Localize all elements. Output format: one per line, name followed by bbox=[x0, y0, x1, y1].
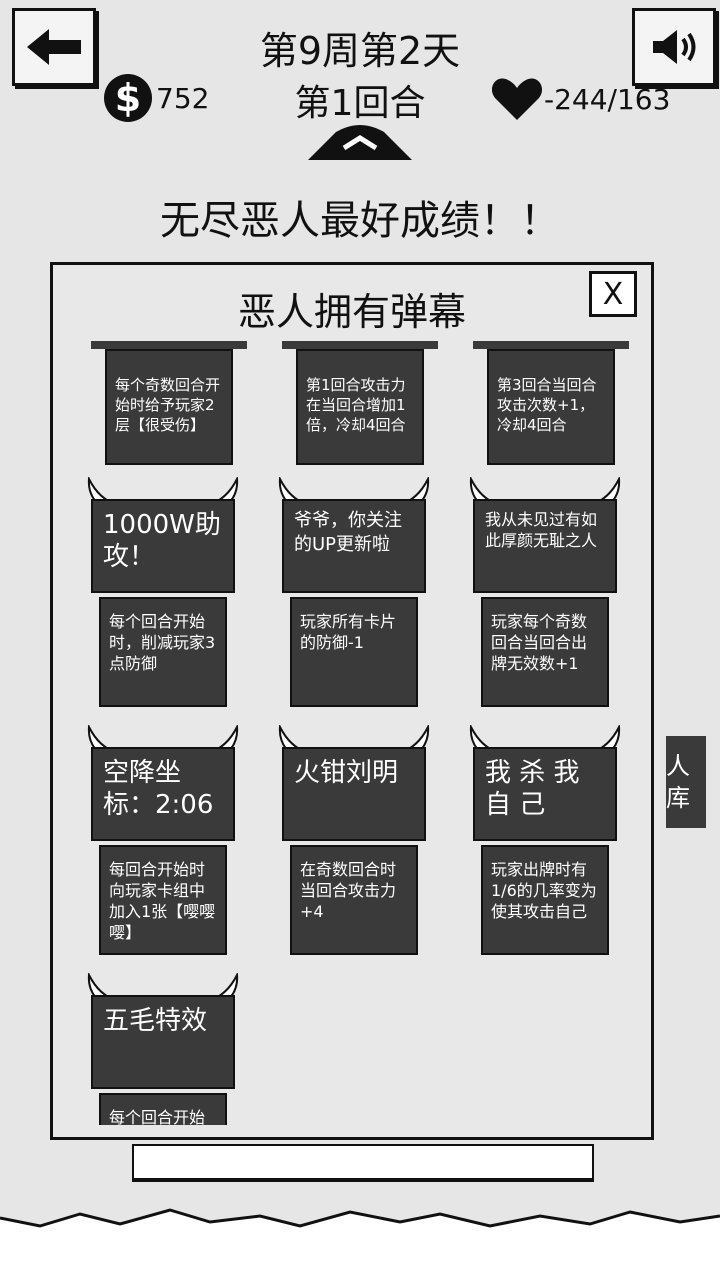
panel-title: 恶人拥有弹幕 bbox=[237, 290, 466, 334]
card-description: 玩家出牌时有1/6的几率变为使其攻击自己 bbox=[481, 845, 609, 955]
card-name: 火钳刘明 bbox=[282, 747, 426, 841]
back-button[interactable] bbox=[12, 8, 96, 86]
close-icon: X bbox=[602, 276, 624, 312]
card-name: 爷爷，你关注的UP更新啦 bbox=[282, 499, 426, 593]
card-name: 五毛特效 bbox=[91, 995, 235, 1089]
side-tab-label: 人库 bbox=[666, 752, 690, 812]
card-top-bar bbox=[282, 341, 438, 349]
villain-danmaku-panel: 恶人拥有弹幕 X 每个奇数回合开始时给予玩家2层【很受伤】 第1回合攻击力在当回… bbox=[50, 262, 654, 1140]
coin-counter: $ 752 bbox=[104, 74, 209, 122]
card-name: 我从未见过有如此厚颜无耻之人 bbox=[473, 499, 617, 593]
card-description: 第1回合攻击力在当回合增加1倍，冷却4回合 bbox=[296, 349, 424, 465]
hp-counter: -244/163 bbox=[490, 76, 670, 122]
card-name: 空降坐标：2:06 bbox=[91, 747, 235, 841]
heart-icon bbox=[491, 78, 543, 120]
card-name: 1000W助攻！ bbox=[91, 499, 235, 593]
hp-value: -244/163 bbox=[544, 82, 671, 116]
card-description: 每回合开始时向玩家卡组中加入1张【嘤嘤嘤】 bbox=[99, 845, 227, 955]
card-grid: 每个奇数回合开始时给予玩家2层【很受伤】 第1回合攻击力在当回合增加1倍，冷却4… bbox=[53, 335, 651, 1125]
week-day-label: 第9周第2天 bbox=[259, 29, 461, 73]
card-description: 玩家每个奇数回合当回合出牌无效数+1 bbox=[481, 597, 609, 707]
torn-paper-edge bbox=[0, 1208, 720, 1280]
coin-value: 752 bbox=[156, 81, 210, 115]
card-description: 第3回合当回合攻击次数+1，冷却4回合 bbox=[487, 349, 615, 465]
arrow-left-icon bbox=[27, 29, 81, 65]
close-button[interactable]: X bbox=[589, 271, 637, 317]
dollar-coin-icon: $ bbox=[104, 74, 152, 122]
round-label: 第1回合 bbox=[294, 83, 426, 124]
card-name: 我 杀 我 自 己 bbox=[473, 747, 617, 841]
card-description: 每个回合开始 bbox=[99, 1093, 227, 1125]
bottom-bar bbox=[132, 1144, 594, 1182]
collapse-toggle[interactable] bbox=[306, 118, 414, 168]
card-description: 每个回合开始时，削减玩家3点防御 bbox=[99, 597, 227, 707]
card-top-bar bbox=[473, 341, 629, 349]
card-description: 玩家所有卡片的防御-1 bbox=[290, 597, 418, 707]
side-library-tab[interactable]: 人库 bbox=[666, 736, 706, 828]
best-record-text: 无尽恶人最好成绩！！ bbox=[160, 198, 560, 244]
chevron-up-icon bbox=[308, 125, 412, 160]
card-description: 在奇数回合时当回合攻击力+4 bbox=[290, 845, 418, 955]
speaker-icon bbox=[653, 30, 696, 64]
card-description: 每个奇数回合开始时给予玩家2层【很受伤】 bbox=[105, 349, 233, 465]
sound-button[interactable] bbox=[632, 8, 716, 86]
card-top-bar bbox=[91, 341, 247, 349]
